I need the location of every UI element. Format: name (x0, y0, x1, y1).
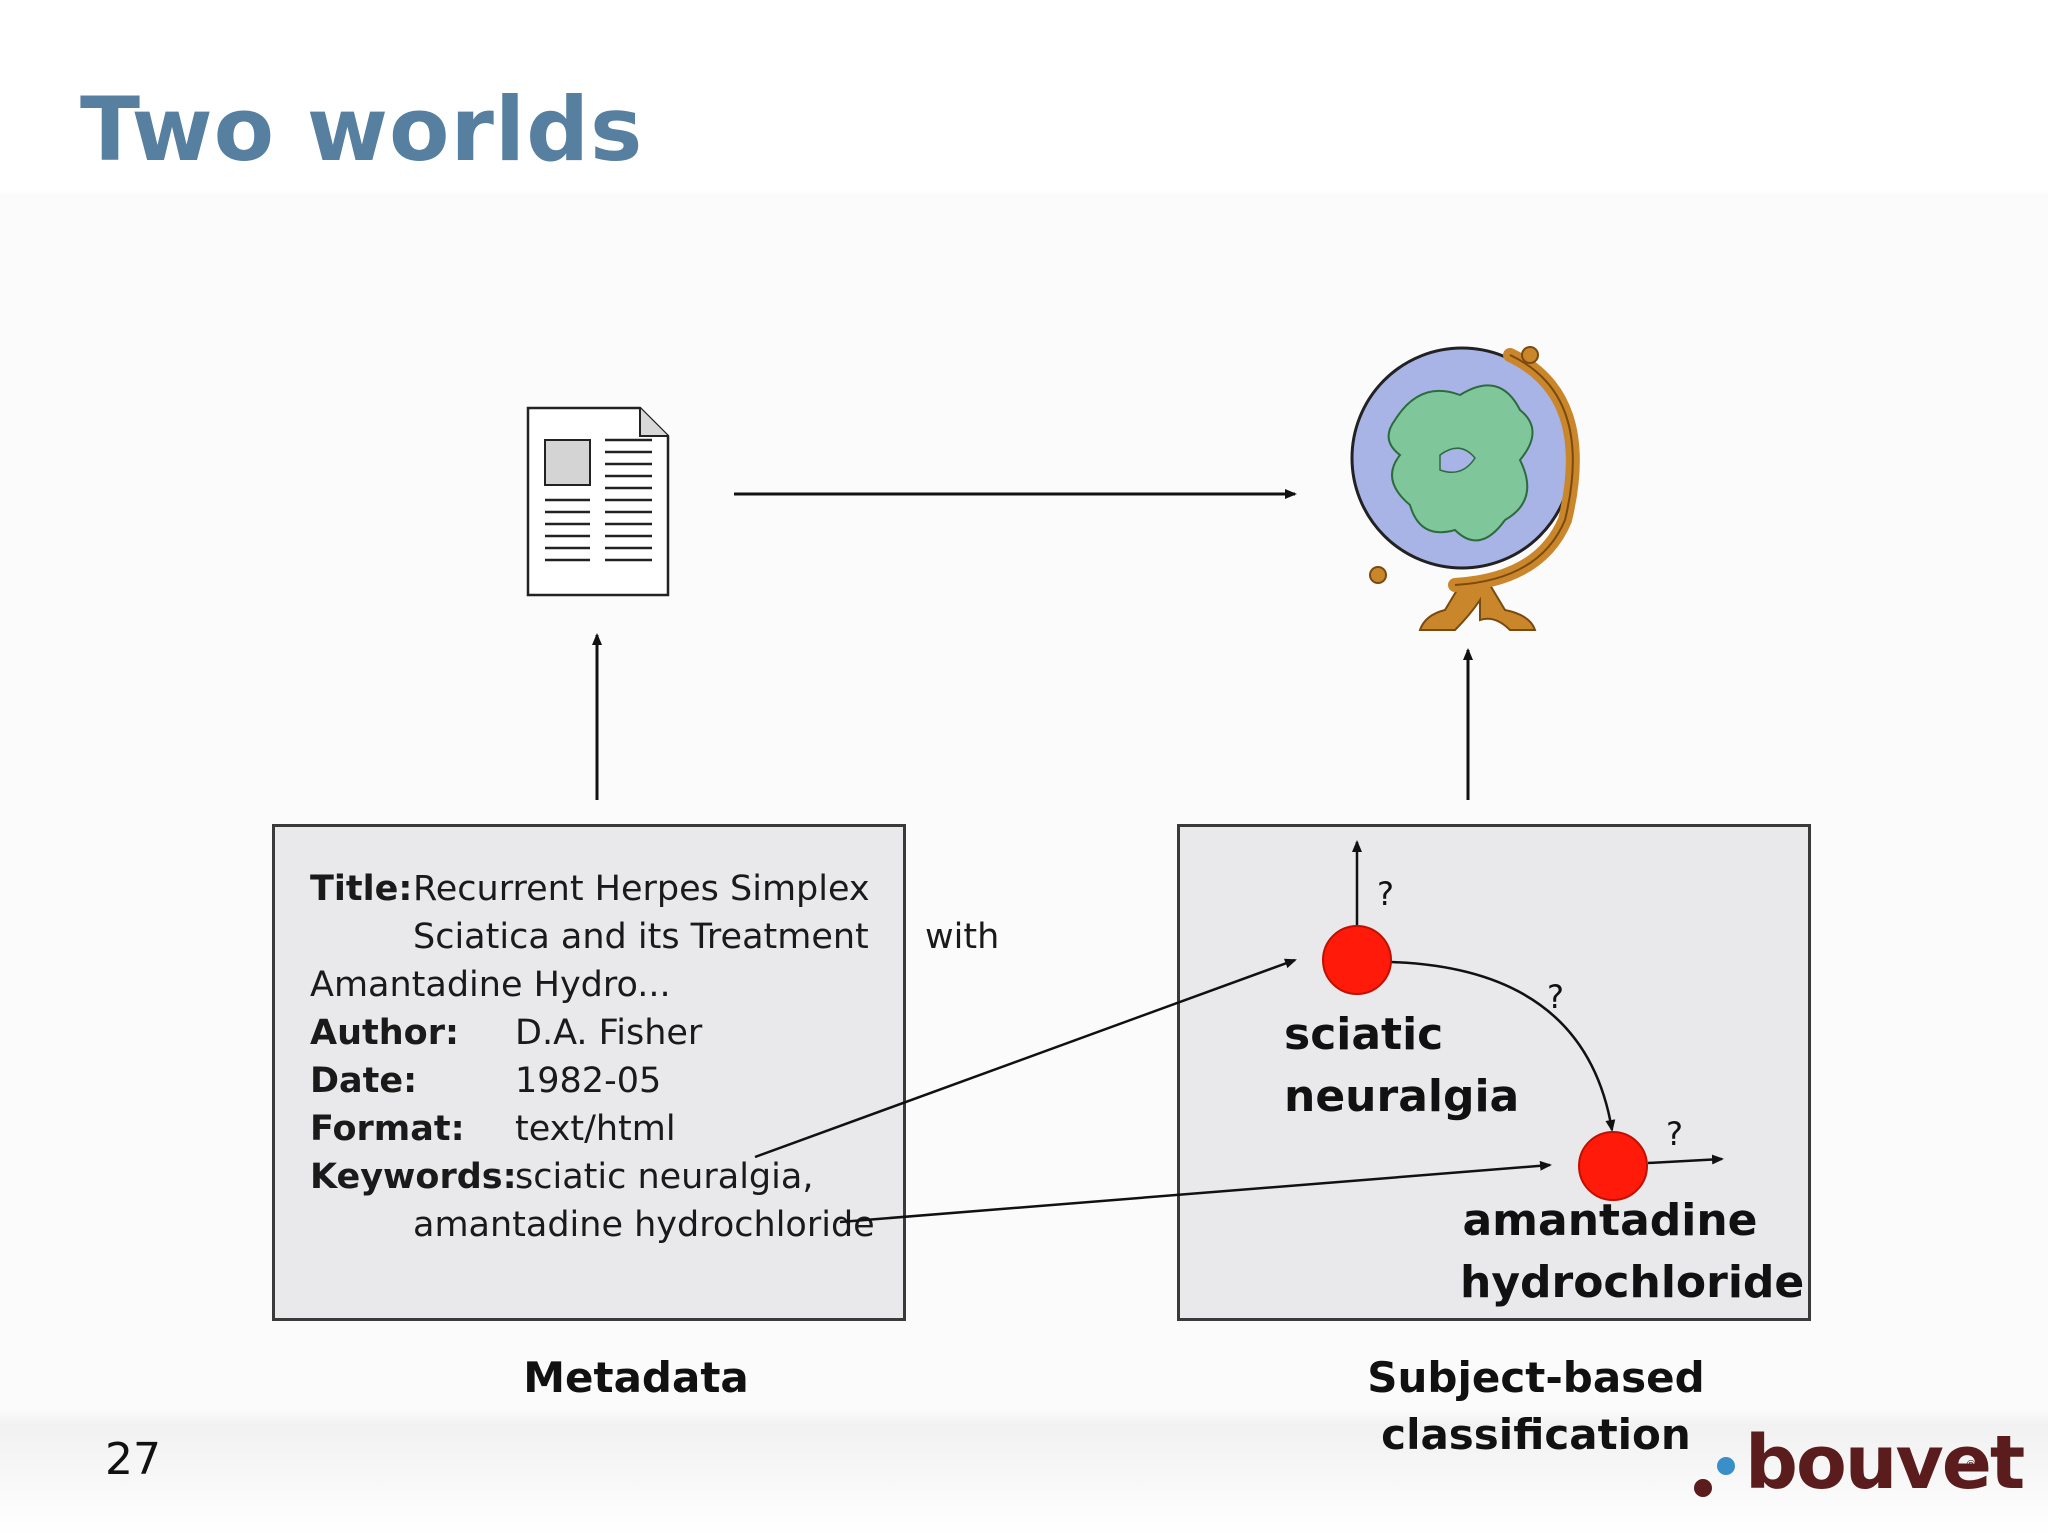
title-label: Title: (310, 869, 413, 909)
globe-icon (1350, 346, 1580, 631)
metadata-caption: Metadata (523, 1353, 749, 1402)
topic-node-sciatic-neuralgia (1322, 925, 1392, 995)
classification-caption-line1: Subject-based (1367, 1353, 1705, 1402)
document-icon (526, 406, 670, 597)
node2-label: amantadine hydrochloride (1460, 1190, 1805, 1313)
keyword1-link-arrow (754, 958, 1297, 1159)
topic-node-amantadine-hydrochloride (1578, 1131, 1648, 1201)
author-value: D.A. Fisher (515, 1013, 703, 1053)
title-value-line1: Recurrent Herpes Simplex (413, 869, 870, 909)
keywords-value-line2: amantadine hydrochloride (413, 1205, 875, 1245)
node2-label-line1: amantadine (1462, 1195, 1758, 1246)
relation-question-mark-up: ? (1377, 875, 1394, 913)
keyword2-link-arrow (839, 1160, 1552, 1224)
node1-label-line1: sciatic (1284, 1009, 1444, 1060)
title-value-line2-suffix: with (925, 917, 1000, 957)
classification-caption-line2: classification (1381, 1409, 1691, 1459)
classification-box (1177, 824, 1811, 1321)
format-value: text/html (515, 1109, 676, 1149)
company-logo: bouvet (1745, 1420, 2025, 1506)
node1-label-line2: neuralgia (1284, 1070, 1520, 1122)
date-value: 1982-05 (515, 1061, 662, 1101)
node1-to-node2-arrow (1389, 960, 1616, 1132)
node1-label: sciatic neuralgia (1284, 1004, 1519, 1127)
node2-right-arrow (1647, 1154, 1724, 1165)
keywords-value-line1: sciatic neuralgia, (515, 1157, 814, 1197)
metadata-box (272, 824, 906, 1321)
node2-label-line2: hydrochloride (1460, 1256, 1805, 1308)
date-label: Date: (310, 1061, 418, 1101)
format-label: Format: (310, 1109, 465, 1149)
keywords-label: Keywords: (310, 1157, 517, 1197)
title-value-line3: Amantadine Hydro... (310, 965, 671, 1005)
title-value-line2: Sciatica and its Treatment (413, 917, 869, 957)
relation-question-mark-curve: ? (1547, 978, 1564, 1016)
classification-caption: Subject-based classification (1336, 1350, 1736, 1463)
page-number: 27 (105, 1434, 161, 1485)
logo-dot-accent (1717, 1457, 1735, 1475)
author-label: Author: (310, 1013, 459, 1053)
logo-registered-mark: ® (1965, 1458, 1977, 1472)
logo-dot-dark (1694, 1479, 1712, 1497)
page-title: Two worlds (80, 78, 644, 181)
relation-question-mark-right: ? (1666, 1115, 1683, 1153)
